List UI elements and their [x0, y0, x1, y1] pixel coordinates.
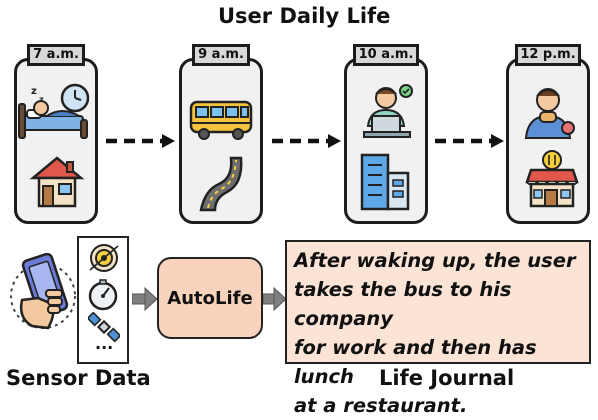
more-sensors-ellipsis: ... [95, 334, 114, 353]
journal-line: at a restaurant. [294, 394, 468, 417]
sensor-data-label: Sensor Data [6, 366, 151, 390]
dashed-arrow-2 [272, 134, 341, 148]
life-journal-label: Life Journal [379, 366, 515, 390]
person-working-at-laptop-icon [363, 84, 413, 138]
person-eating-icon [524, 88, 575, 139]
journal-line: After waking up, the user [294, 249, 576, 272]
svg-text:z: z [31, 86, 37, 97]
autolife-label: AutoLife [167, 287, 253, 309]
sleeping-in-bed-with-clock-icon: z z [18, 83, 90, 139]
timeline-card-10am [344, 58, 428, 224]
office-building-icon [360, 153, 410, 211]
road-icon [199, 156, 243, 212]
compass-icon [88, 279, 118, 311]
life-journal-text-box: After waking up, the user takes the bus … [285, 240, 591, 417]
time-label-12pm: 12 p.m. [515, 44, 581, 66]
gyroscope-icon [89, 244, 119, 272]
time-label-10am: 10 a.m. [353, 44, 419, 66]
arrow-to-journal [263, 287, 287, 311]
arrow-to-autolife [132, 287, 158, 311]
satellite-icon [88, 312, 120, 342]
dashed-arrow-1 [106, 134, 175, 148]
time-label-9am: 9 a.m. [192, 44, 250, 66]
journal-line: for work and then has lunch [294, 336, 537, 388]
diagram-title: User Daily Life [218, 4, 391, 28]
smartphone-in-hand-icon [10, 252, 76, 330]
bus-icon [189, 100, 253, 140]
restaurant-icon [525, 150, 579, 208]
house-icon [29, 156, 85, 208]
journal-line: takes the bus to his company [294, 278, 512, 330]
autolife-model-box: AutoLife [157, 257, 263, 339]
time-label-7am: 7 a.m. [27, 44, 85, 66]
svg-text:z: z [39, 95, 44, 104]
dashed-arrow-3 [435, 134, 504, 148]
